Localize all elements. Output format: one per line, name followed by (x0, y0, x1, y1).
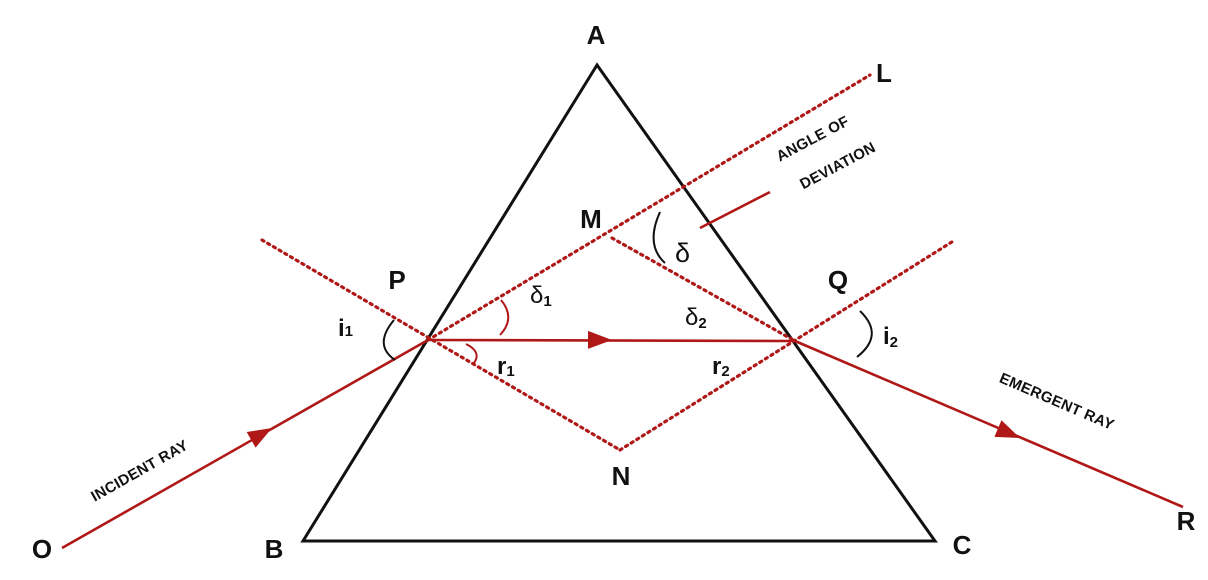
point-label-p: P (388, 265, 405, 295)
prism-triangle (300, 62, 938, 543)
caption-emergent-ray: EMERGENT RAY (997, 370, 1117, 434)
point-label-l: L (876, 58, 892, 88)
normal-at-q (618, 238, 957, 452)
extended-emergent-line (610, 236, 797, 343)
angle-label-i2: i2 (883, 323, 898, 351)
normal-at-p (260, 238, 622, 452)
point-label-q: Q (828, 265, 848, 295)
angle-arc-i1 (382, 319, 396, 361)
refracted-ray (427, 338, 796, 343)
deviation-pointer-line (699, 190, 771, 230)
caption-incident-ray: INCIDENT RAY (88, 437, 191, 506)
incident-ray-arrowhead (246, 428, 272, 448)
point-label-n: N (612, 461, 631, 491)
angle-label-delta: δ (675, 238, 690, 268)
point-label-b: B (265, 534, 284, 564)
point-label-c: C (953, 530, 972, 560)
point-label-r: R (1177, 506, 1196, 536)
emergent-ray (794, 339, 1184, 509)
angle-arc-delta1 (499, 299, 510, 336)
angle-label-delta1: δ1 (530, 282, 552, 310)
point-label-a: A (587, 20, 606, 50)
incident-ray (61, 338, 429, 550)
angle-label-r1: r1 (497, 353, 515, 380)
angle-arc-r1 (465, 343, 478, 364)
angle-label-delta2: δ2 (685, 304, 707, 332)
angle-arc-i2 (856, 310, 873, 358)
point-label-m: M (580, 204, 602, 234)
point-label-o: O (32, 534, 52, 564)
emergent-ray-arrowhead (994, 420, 1020, 438)
angle-arc-delta (652, 211, 666, 264)
refracted-ray-arrowhead (587, 330, 612, 349)
angle-label-r2: r2 (712, 353, 730, 380)
extended-incident-line (426, 73, 872, 342)
angle-label-i1: i1 (338, 315, 353, 342)
